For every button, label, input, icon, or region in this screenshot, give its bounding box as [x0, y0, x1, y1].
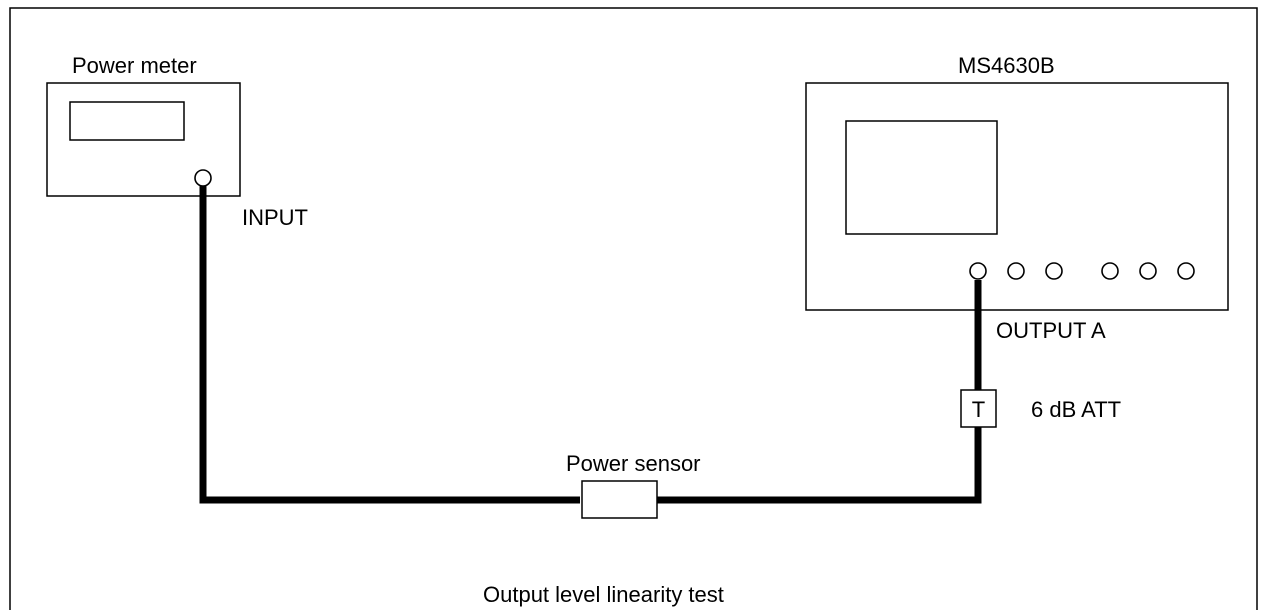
analyzer-label: MS4630B [958, 53, 1055, 78]
power-meter-display [69, 101, 185, 141]
power-meter-label: Power meter [72, 53, 197, 78]
analyzer-ports [969, 262, 1195, 280]
analyzer-port [1177, 262, 1195, 280]
output-a-port [969, 262, 987, 280]
analyzer-port [1045, 262, 1063, 280]
output-a-label: OUTPUT A [996, 318, 1106, 343]
diagram-caption: Output level linearity test [483, 582, 724, 607]
test-cable [199, 182, 982, 504]
power-sensor-box [581, 480, 658, 519]
input-port-label: INPUT [242, 205, 308, 230]
diagram-frame [9, 7, 1258, 610]
power-sensor-label: Power sensor [566, 451, 701, 476]
analyzer-port [1101, 262, 1119, 280]
attenuator-box [960, 389, 997, 428]
attenuator-label: 6 dB ATT [1031, 397, 1121, 422]
analyzer-port [1007, 262, 1025, 280]
attenuator-symbol: T [972, 397, 985, 422]
power-meter-input-port [194, 169, 212, 187]
analyzer-port [1139, 262, 1157, 280]
analyzer-screen [845, 120, 998, 235]
